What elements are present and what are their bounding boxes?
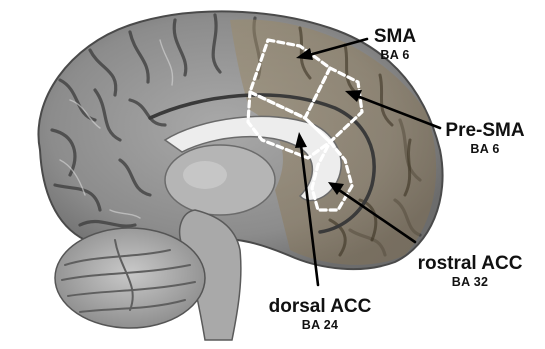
dorsal-acc-brodmann-area: BA 24	[255, 319, 385, 332]
presma-name: Pre-SMA	[430, 121, 540, 140]
rostral-acc-brodmann-area: BA 32	[400, 276, 540, 289]
dorsal-acc-label: dorsal ACC BA 24	[255, 297, 385, 332]
sma-brodmann-area: BA 6	[355, 49, 435, 62]
sma-label: SMA BA 6	[355, 27, 435, 62]
sma-name: SMA	[355, 27, 435, 46]
presma-label: Pre-SMA BA 6	[430, 121, 540, 156]
presma-brodmann-area: BA 6	[430, 143, 540, 156]
cerebellum	[55, 228, 205, 328]
dorsal-acc-name: dorsal ACC	[255, 297, 385, 316]
rostral-acc-label: rostral ACC BA 32	[400, 254, 540, 289]
rostral-acc-name: rostral ACC	[400, 254, 540, 273]
